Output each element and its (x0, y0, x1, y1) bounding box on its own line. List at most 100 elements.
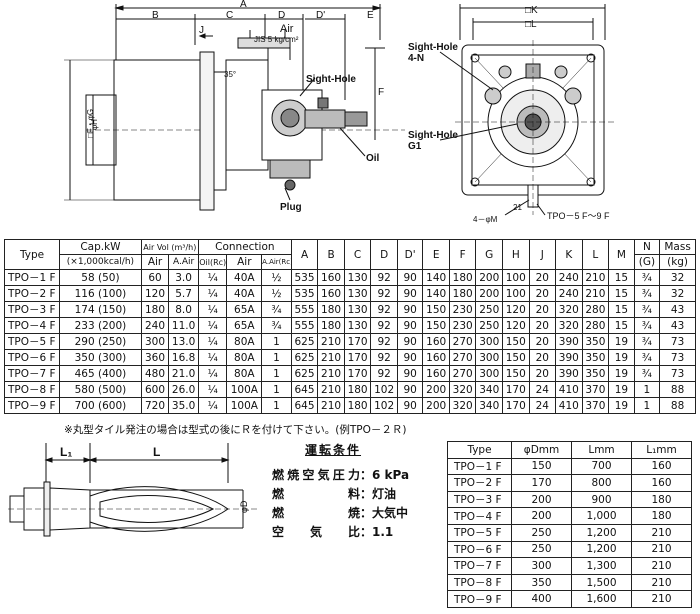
spec-cell: 160 (422, 349, 450, 367)
dim-label-L1: L₁ (60, 445, 72, 459)
spec-cell: 160 (317, 285, 345, 303)
spec-cell: 102 (370, 381, 398, 399)
dim-col-l: Lmm (571, 441, 632, 459)
col-B: B (317, 238, 345, 271)
spec-cell: 150 (422, 317, 450, 335)
spec-cell: 80A (226, 365, 263, 383)
spec-cell: 90 (396, 269, 424, 287)
col-mass-unit: (kg) (659, 254, 696, 271)
spec-cell: 700 (600) (59, 397, 142, 415)
spec-cell: ¾ (633, 365, 661, 383)
spec-cell: 80A (226, 349, 263, 367)
spec-cell: 180 (448, 285, 477, 303)
spec-cell: 100 (502, 269, 530, 287)
spec-cell: 1 (261, 397, 292, 415)
spec-cell: 130 (343, 285, 372, 303)
spec-cell: 180 (140, 301, 170, 319)
spec-cell: ¾ (633, 349, 661, 367)
spec-cell: 120 (502, 317, 530, 335)
label-plug: Plug (280, 202, 302, 213)
spec-cell: 92 (370, 365, 398, 383)
spec-cell: 140 (422, 285, 450, 303)
spec-cell: 645 (290, 381, 319, 399)
spec-cell: 20 (528, 301, 557, 319)
spec-cell: 15 (608, 317, 635, 335)
spec-cell-type: TPO－4 F (3, 317, 61, 335)
spec-cell: 130 (343, 317, 372, 335)
spec-cell: 174 (150) (59, 301, 142, 319)
dim-label-E: E (367, 10, 374, 21)
spec-cell: 290 (250) (59, 333, 142, 351)
dim-cell-type: TPO－7 F (447, 557, 512, 575)
dim-cell: 210 (631, 523, 692, 542)
spec-cell: ¼ (197, 285, 228, 303)
spec-cell: 555 (290, 317, 319, 335)
col-J: J (528, 238, 557, 271)
dim-cell: 160 (631, 474, 692, 492)
label-oil: Oil (366, 153, 380, 164)
spec-cell: 720 (140, 397, 170, 415)
spec-cell: 210 (581, 269, 610, 287)
spec-cell: 160 (422, 333, 450, 351)
spec-cell: 8.0 (168, 301, 199, 319)
col-cap-unit: (×1,000kcal/h) (59, 254, 142, 271)
spec-cell: 300 (475, 333, 503, 351)
spec-cell: 600 (140, 381, 170, 399)
dim-col-l1: L₁mm (631, 441, 692, 459)
dim-label-K: □K (525, 5, 538, 16)
spec-cell: 43 (659, 317, 696, 335)
condition-key: 空気比 (272, 525, 360, 539)
burner-side-view-drawing: A B C D D' E J F Air JIS 5 kg/cm² Sight-… (64, 0, 405, 213)
label-sight-hole-g: Sight-Hole (408, 130, 458, 141)
col-F: F (448, 238, 477, 271)
burner-front-view-drawing: □K □L Sight-Hole 4-N Sight-Hole G1 4－φM … (408, 4, 615, 224)
col-air-conn: Air (226, 254, 263, 271)
spec-cell: 19 (608, 397, 635, 415)
dim-label-A: A (240, 0, 247, 10)
spec-cell: 1 (633, 397, 661, 415)
spec-cell: 20 (528, 333, 557, 351)
spec-cell: 170 (343, 365, 372, 383)
dim-label-L: □L (525, 19, 537, 30)
dim-cell: 1,200 (571, 523, 632, 542)
dim-label-J: J (199, 25, 204, 36)
spec-cell: 320 (555, 317, 583, 335)
col-cap: Cap.kW (59, 238, 142, 256)
spec-cell: 65A (226, 317, 263, 335)
spec-cell: 180 (317, 301, 345, 319)
spec-cell: 200 (475, 285, 503, 303)
dim-label-F: F (378, 87, 384, 98)
dim-cell: 210 (631, 540, 692, 559)
label-sight-hole: Sight-Hole (306, 74, 356, 85)
spec-cell: 150 (502, 349, 530, 367)
spec-cell: 320 (448, 397, 477, 415)
spec-cell: 270 (448, 333, 477, 351)
dim-cell: 210 (631, 557, 692, 575)
dim-cell: 1,300 (571, 557, 632, 575)
dim-cell-type: TPO－8 F (447, 573, 512, 592)
condition-value: ：大気中 (360, 506, 409, 520)
spec-cell: 92 (370, 301, 398, 319)
spec-cell: 90 (396, 349, 424, 367)
spec-cell: 130 (343, 269, 372, 287)
spec-cell: 210 (317, 365, 345, 383)
spec-cell: 19 (608, 349, 635, 367)
spec-cell: 280 (581, 317, 610, 335)
spec-cell: ¾ (633, 333, 661, 351)
spec-cell: 80A (226, 333, 263, 351)
spec-cell: 92 (370, 285, 398, 303)
dim-cell: 700 (571, 457, 632, 476)
dim-cell: 800 (571, 474, 632, 492)
spec-cell: 90 (396, 333, 424, 351)
spec-cell: 170 (502, 381, 530, 399)
spec-cell-type: TPO－2 F (3, 285, 61, 303)
dim-cell: 1,500 (571, 573, 632, 592)
col-Dp: D' (396, 238, 424, 271)
spec-cell: 92 (370, 349, 398, 367)
